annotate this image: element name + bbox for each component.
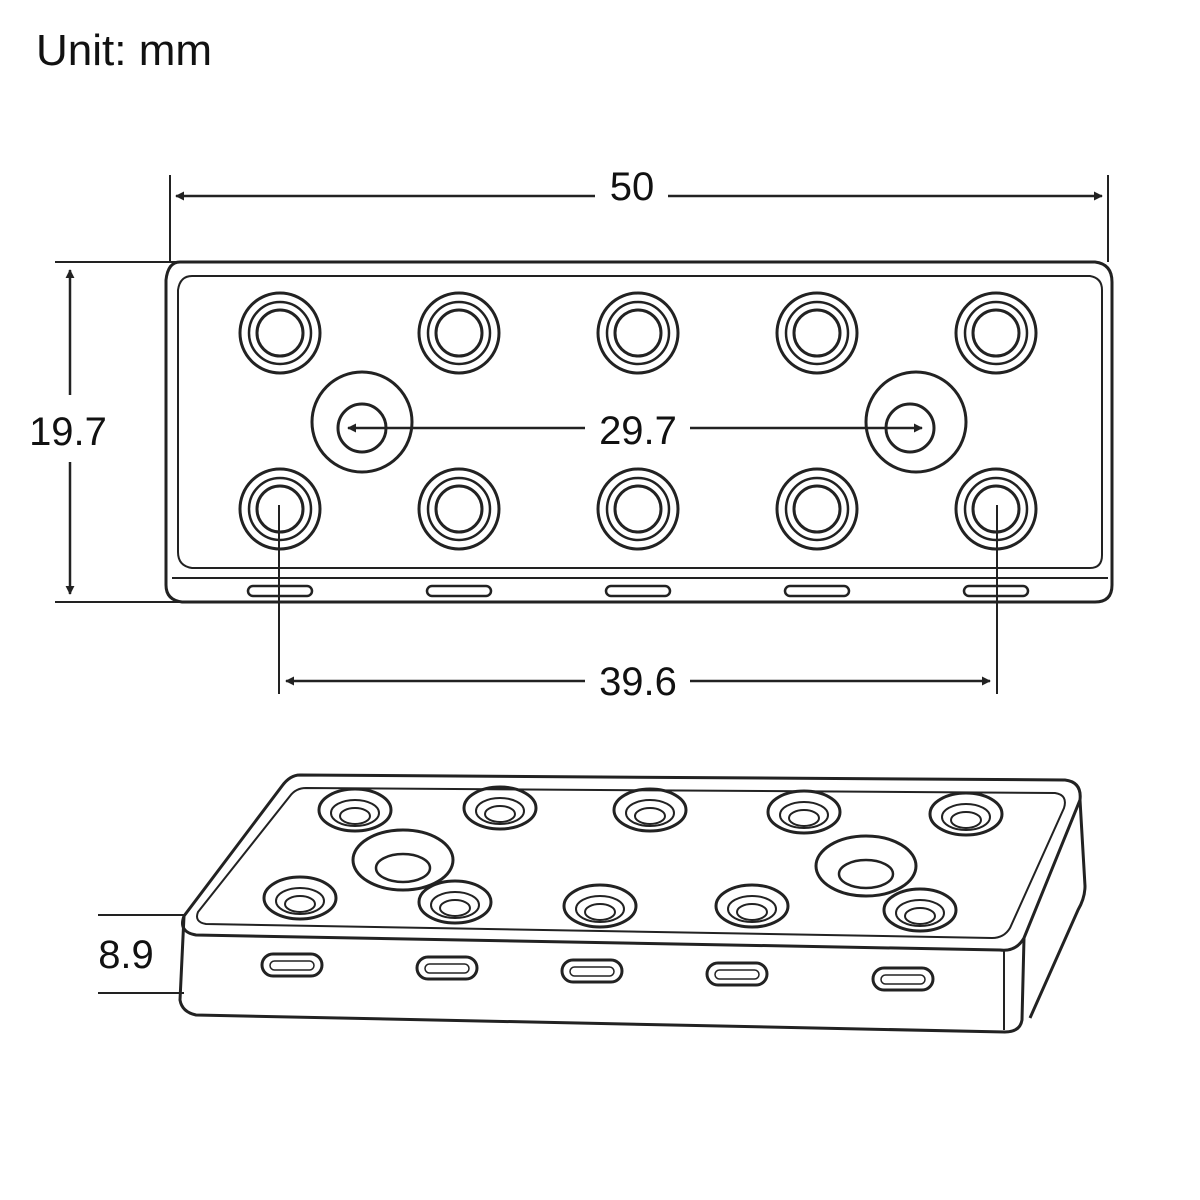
top-view-plate-bevel — [177, 275, 1103, 569]
side-slot — [604, 584, 672, 598]
iso-side-slot — [415, 955, 479, 981]
iso-mount-hole — [351, 828, 455, 892]
iso-mount-hole — [814, 834, 918, 898]
countersunk-hole — [417, 467, 501, 551]
iso-side-slot — [871, 966, 935, 992]
iso-countersunk-hole — [928, 791, 1004, 837]
iso-view: 8.9 — [98, 773, 1087, 1034]
iso-countersunk-hole — [562, 883, 638, 929]
dim-outer-spacing-label: 39.6 — [599, 660, 677, 704]
unit-label: Unit: mm — [36, 26, 212, 75]
countersunk-hole — [775, 291, 859, 375]
iso-countersunk-hole — [714, 883, 790, 929]
countersunk-hole — [596, 467, 680, 551]
mount-hole-left-outer — [310, 370, 414, 474]
countersunk-hole — [238, 291, 322, 375]
iso-holes — [262, 785, 1004, 933]
iso-front-face — [178, 915, 1026, 1034]
iso-top-bevel — [196, 786, 1066, 940]
iso-side-slot — [705, 961, 769, 987]
iso-side-slot — [260, 952, 324, 978]
iso-countersunk-hole — [317, 787, 393, 833]
iso-side-face — [1028, 799, 1087, 1019]
mount-hole-right-outer — [864, 370, 968, 474]
dim-width-label: 19.7 — [29, 410, 107, 454]
dim-mount-spacing-label: 29.7 — [599, 409, 677, 453]
iso-countersunk-hole — [766, 789, 842, 835]
iso-countersunk-hole — [612, 787, 688, 833]
countersunk-hole — [596, 291, 680, 375]
side-slot — [425, 584, 493, 598]
countersunk-hole — [417, 291, 501, 375]
iso-countersunk-hole — [882, 887, 958, 933]
top-view-holes — [238, 291, 1038, 551]
top-view-plate-outline — [164, 260, 1114, 604]
iso-countersunk-hole — [262, 875, 338, 921]
countersunk-hole — [775, 467, 859, 551]
iso-countersunk-hole — [417, 879, 493, 925]
countersunk-hole — [954, 291, 1038, 375]
dim-thickness-label: 8.9 — [98, 933, 154, 977]
top-view: 50 19.7 29.7 39.6 — [29, 165, 1114, 704]
iso-top-face — [181, 773, 1082, 952]
top-view-slots — [246, 584, 1030, 598]
iso-slots — [260, 952, 935, 992]
iso-side-slot — [560, 958, 624, 984]
iso-countersunk-hole — [462, 785, 538, 831]
dim-length-label: 50 — [610, 165, 655, 209]
side-slot — [783, 584, 851, 598]
